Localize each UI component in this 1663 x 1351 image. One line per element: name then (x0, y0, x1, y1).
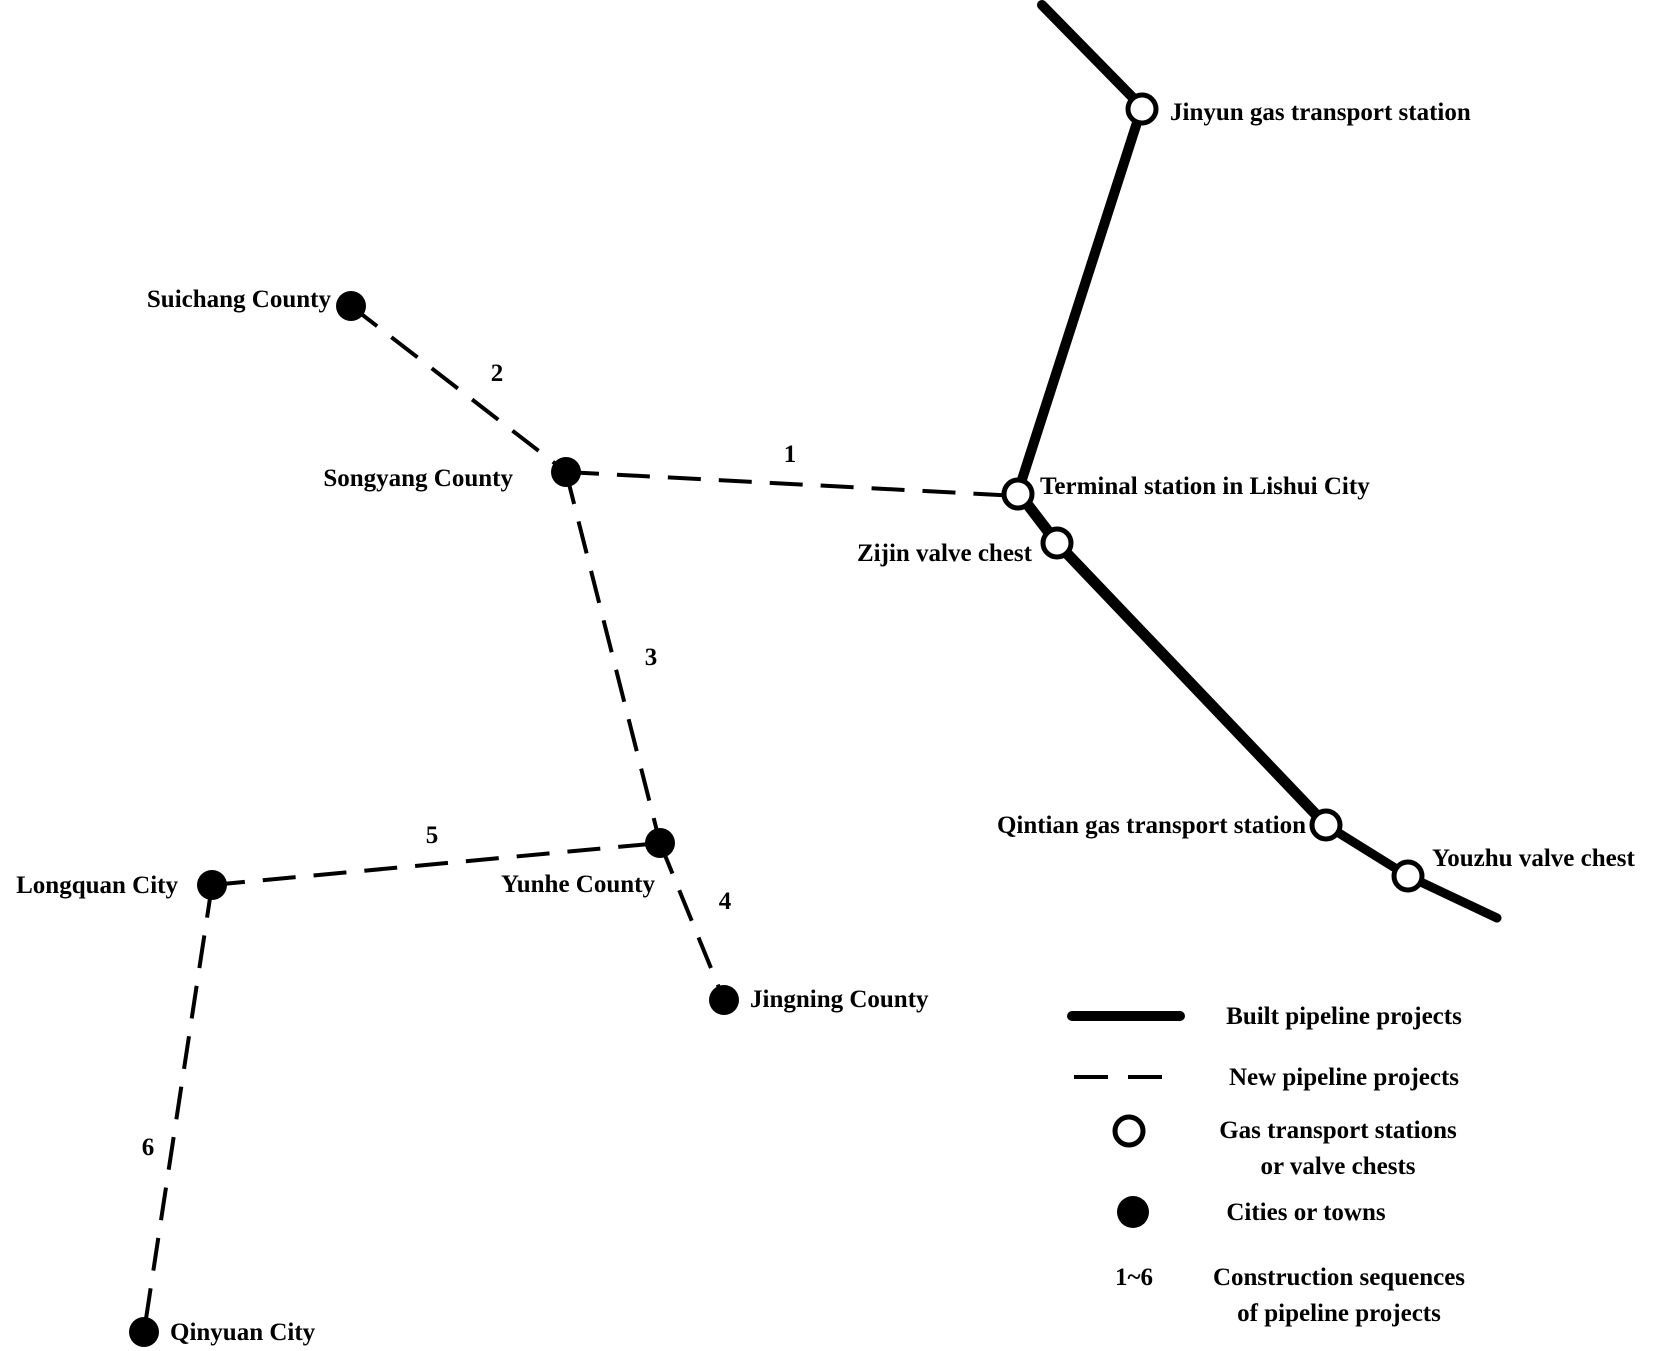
new-pipeline-5 (211, 841, 661, 887)
sequence-number-6: 6 (142, 1134, 155, 1161)
legend-sequence-label-line2: of pipeline projects (1237, 1300, 1441, 1327)
new-pipeline-2 (349, 304, 568, 474)
city-marker-yunhe (645, 828, 675, 858)
legend-range-label: 1~6 (1115, 1264, 1153, 1291)
label-qintian-station: Qintian gas transport station (997, 812, 1306, 839)
city-marker-jingning (709, 985, 739, 1015)
legend-station-label-line2: or valve chests (1260, 1153, 1415, 1180)
legend-city-label: Cities or towns (1226, 1199, 1386, 1226)
sequence-number-1: 1 (784, 441, 797, 468)
legend-built-label: Built pipeline projects (1226, 1003, 1462, 1030)
label-suichang: Suichang County (147, 286, 332, 313)
city-marker-suichang (336, 291, 366, 321)
label-lishui-terminal: Terminal station in Lishui City (1040, 473, 1370, 500)
legend-station-label-line1: Gas transport stations (1219, 1117, 1457, 1144)
built-pipeline-north (1013, 0, 1147, 497)
sequence-number-4: 4 (719, 888, 732, 915)
city-marker-longquan (197, 870, 227, 900)
sequence-number-5: 5 (426, 822, 439, 849)
station-marker-qintian (1309, 808, 1343, 842)
label-jingning: Jingning County (750, 986, 929, 1013)
new-pipeline-1 (565, 470, 1019, 498)
new-pipeline-4 (658, 842, 726, 1001)
new-pipelines (142, 304, 1019, 1333)
city-marker-songyang (551, 457, 581, 487)
label-songyang: Songyang County (323, 465, 513, 492)
station-marker-youzhu (1391, 859, 1425, 893)
legend: Built pipeline projects New pipeline pro… (1067, 1003, 1465, 1327)
label-youzhu-valve: Youzhu valve chest (1432, 845, 1635, 872)
city-marker-qinyuan (129, 1317, 159, 1347)
sequence-number-3: 3 (645, 644, 658, 671)
label-yunhe: Yunhe County (501, 871, 656, 898)
legend-city-swatch (1117, 1196, 1149, 1228)
legend-station-swatch (1112, 1114, 1146, 1148)
label-longquan: Longquan City (16, 872, 178, 899)
new-pipeline-6 (142, 884, 214, 1333)
label-jinyun-station: Jinyun gas transport station (1170, 99, 1471, 126)
station-marker-zijin (1040, 526, 1074, 560)
stations (1001, 92, 1425, 893)
built-pipeline (1012, 0, 1502, 923)
new-pipeline-3 (564, 471, 662, 844)
legend-sequence-label-line1: Construction sequences (1213, 1264, 1465, 1291)
label-qinyuan: Qinyuan City (170, 1319, 316, 1346)
legend-new-label: New pipeline projects (1229, 1064, 1459, 1091)
sequence-number-2: 2 (491, 360, 504, 387)
label-zijin-valve: Zijin valve chest (857, 540, 1033, 567)
station-marker-jinyun (1125, 92, 1159, 126)
station-marker-lishui (1001, 477, 1035, 511)
cities (129, 291, 739, 1347)
